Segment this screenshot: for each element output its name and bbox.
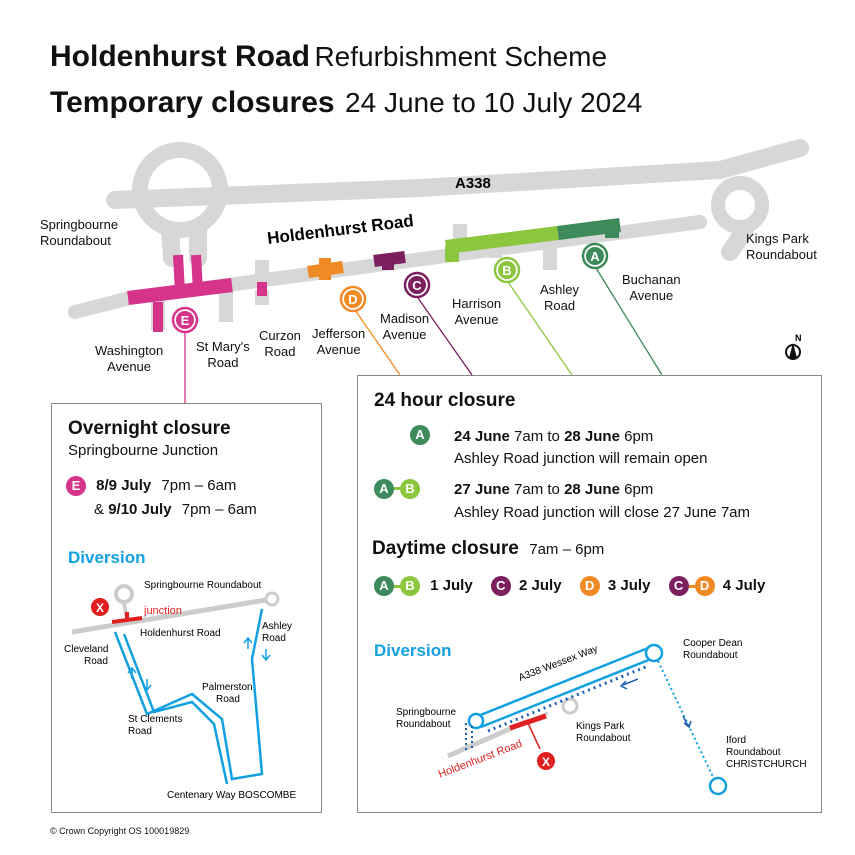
segment-c (373, 251, 406, 270)
a338-road (106, 139, 809, 267)
svg-text:Cooper Dean: Cooper Dean (683, 638, 742, 649)
page-title: Holdenhurst Road Refurbishment Scheme (50, 40, 607, 74)
svg-text:Springbourne Roundabout: Springbourne Roundabout (144, 580, 262, 591)
svg-text:Centenary Way BOSCOMBE: Centenary Way BOSCOMBE (167, 790, 296, 801)
svg-text:C: C (412, 278, 422, 293)
a338-label: A338 (455, 175, 491, 192)
svg-text:Roundabout: Roundabout (396, 719, 451, 730)
closure-24-title: 24 hour closure (374, 390, 516, 411)
svg-text:Springbourne: Springbourne (396, 707, 456, 718)
segment-a (557, 218, 621, 240)
daytime-heading: Daytime closure 7am – 6pm (372, 538, 605, 559)
svg-text:Road: Road (128, 726, 152, 737)
svg-text:Palmerston: Palmerston (202, 682, 253, 693)
svg-text:Roundabout: Roundabout (576, 733, 631, 744)
marker-e-badge: E (66, 476, 86, 496)
marker-c: C (403, 271, 431, 299)
closure-24-panel: 24 hour closure A 24 June 7am to 28 June… (357, 375, 822, 813)
title-bold-2: Temporary closures (50, 86, 335, 119)
marker-d: D (339, 285, 367, 313)
svg-text:Kings Park: Kings Park (576, 721, 625, 732)
svg-text:E: E (181, 313, 190, 328)
closure-24-note1: Ashley Road junction will remain open (454, 450, 708, 467)
day-4: 4 July (722, 577, 766, 594)
svg-text:Road: Road (216, 694, 240, 705)
svg-text:Ashley: Ashley (262, 621, 292, 632)
overnight-diversion-map: X Springbourne Roundabout junction Holde… (64, 580, 296, 801)
copyright: © Crown Copyright OS 100019829 (50, 826, 190, 836)
svg-text:junction: junction (143, 605, 182, 617)
svg-text:X: X (542, 755, 550, 769)
segment-d (307, 258, 344, 280)
overnight-subtitle: Springbourne Junction (68, 442, 219, 459)
svg-text:Roundabout: Roundabout (683, 650, 738, 661)
closure-24-row1: A 24 June 7am to 28 June 6pm Ashley Road… (410, 425, 708, 467)
day-2: 2 July (519, 577, 562, 594)
holdenhurst-label: Holdenhurst Road (266, 211, 415, 248)
title-bold-1: Holdenhurst Road (50, 40, 310, 73)
segment-b (445, 226, 559, 262)
svg-text:N: N (795, 333, 802, 343)
overnight-row2: & 9/10 July 7pm – 6am (94, 501, 257, 518)
svg-text:CHRISTCHURCH: CHRISTCHURCH (726, 759, 807, 770)
svg-text:Holdenhurst Road: Holdenhurst Road (140, 628, 221, 639)
segment-e-side (153, 254, 267, 332)
svg-text:Road: Road (84, 656, 108, 667)
leader-lines (184, 267, 663, 405)
overnight-date2: 9/10 July (108, 501, 172, 518)
marker-b: B (493, 256, 521, 284)
closure-24-note2: Ashley Road junction will close 27 June … (454, 504, 750, 521)
svg-text:Roundabout: Roundabout (726, 747, 781, 758)
svg-text:A338 Wessex Way: A338 Wessex Way (517, 643, 599, 683)
svg-text:Iford: Iford (726, 735, 746, 746)
svg-text:X: X (96, 601, 104, 615)
marker-a: A (581, 242, 609, 270)
overnight-time2: 7pm – 6am (181, 501, 257, 518)
day-3: 3 July (607, 577, 651, 594)
title-rest-2: 24 June to 10 July 2024 (345, 87, 643, 118)
page-subtitle: Temporary closures 24 June to 10 July 20… (50, 86, 642, 120)
north-arrow-icon: N (785, 333, 802, 360)
title-rest-1: Refurbishment Scheme (314, 41, 608, 72)
overnight-diversion-title: Diversion (68, 548, 146, 567)
svg-text:B: B (502, 263, 511, 278)
overnight-time1: 7pm – 6am (161, 477, 237, 494)
svg-text:Road: Road (262, 633, 286, 644)
overnight-row1: E 8/9 July 7pm – 6am (66, 476, 236, 496)
closure-24-diversion-map: X A338 Wessex Way Cooper Dean Roundabout… (396, 638, 807, 796)
svg-text:A: A (590, 249, 600, 264)
closure-24-diversion-title: Diversion (374, 641, 452, 660)
svg-text:D: D (348, 292, 357, 307)
svg-text:St Clements: St Clements (128, 714, 182, 725)
overnight-panel: Overnight closure Springbourne Junction … (51, 403, 322, 813)
svg-text:Cleveland: Cleveland (64, 644, 108, 655)
overnight-date1: 8/9 July (96, 477, 152, 494)
overnight-title: Overnight closure (68, 418, 231, 439)
marker-a-badge: A (410, 425, 430, 445)
marker-e: E (171, 306, 199, 334)
day-1: 1 July (430, 577, 473, 594)
